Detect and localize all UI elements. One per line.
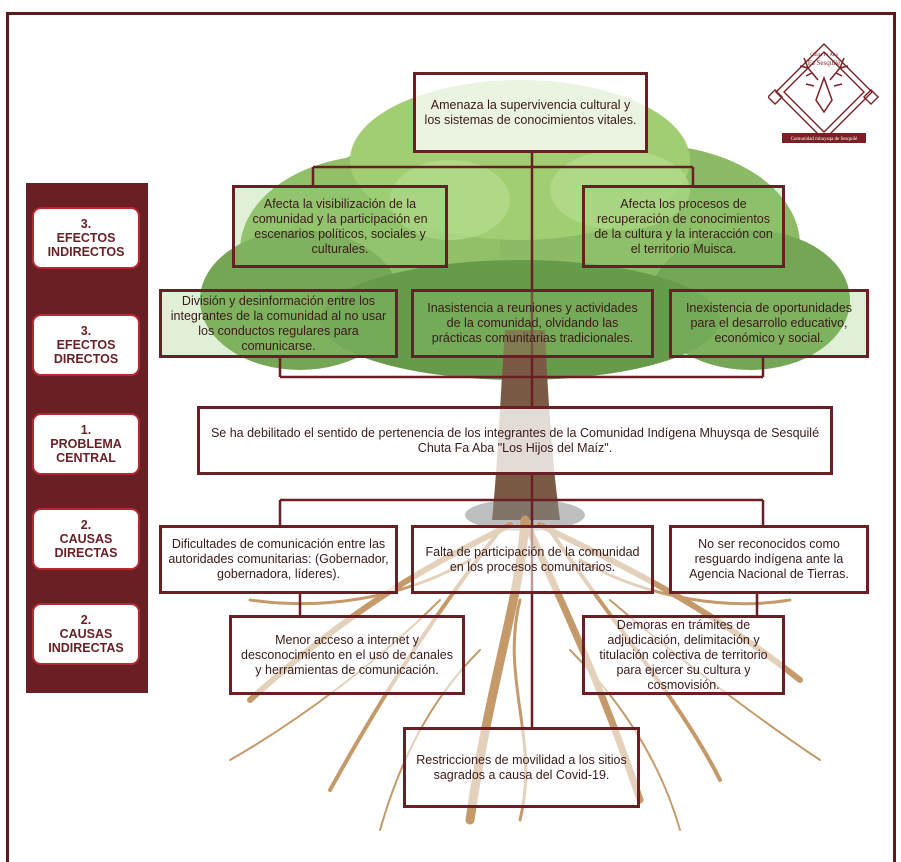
logo-name-text: Fa Sesquilé <box>808 59 840 67</box>
box-direct-cause-left: Dificultades de comunicación entre las a… <box>159 525 398 594</box>
box-central-problem: Se ha debilitado el sentido de pertenenc… <box>197 406 833 475</box>
box-indirect-cause-left: Menor acceso a internet y desconocimient… <box>229 615 465 695</box>
community-logo: Chuta Fa Aba Fa Sesquilé Comunidad mhuys… <box>768 43 880 143</box>
box-direct-cause-center: Falta de participación de la comunidad e… <box>411 525 654 594</box>
box-direct-effect-right: Inexistencia de oportunidades para el de… <box>669 289 869 358</box>
box-bottom-cause: Restricciones de movilidad a los sitios … <box>403 727 640 808</box>
tree-foliage <box>200 80 850 380</box>
level-label-efectos-indirectos: 3. EFECTOS INDIRECTOS <box>32 207 140 269</box>
box-direct-cause-right: No ser reconocidos como resguardo indíge… <box>669 525 869 594</box>
box-direct-effect-center: Inasistencia a reuniones y actividades d… <box>411 289 654 358</box>
deer-head-icon <box>799 57 849 114</box>
logo-banner <box>782 133 866 143</box>
connector-lines <box>278 152 765 727</box>
level-label-causas-indirectas: 2. CAUSAS INDIRECTAS <box>32 603 140 665</box>
box-indirect-effect-right: Afecta los procesos de recuperación de c… <box>582 185 785 268</box>
box-direct-effect-left: División y desinformación entre los inte… <box>159 289 398 358</box>
level-label-causas-directas: 2. CAUSAS DIRECTAS <box>32 508 140 570</box>
logo-banner-text: Comunidad mhuysqa de Sesquilé <box>791 137 859 142</box>
diagram-frame <box>6 12 896 862</box>
logo-top-text: Chuta Fa Aba <box>810 53 838 58</box>
box-top-effect: Amenaza la supervivencia cultural y los … <box>413 72 648 153</box>
level-label-efectos-directos: 3. EFECTOS DIRECTOS <box>32 314 140 376</box>
level-label-problema-central: 1. PROBLEMA CENTRAL <box>32 413 140 475</box>
sidebar-levels: 3. EFECTOS INDIRECTOS 3. EFECTOS DIRECTO… <box>26 183 148 693</box>
box-indirect-cause-right: Demoras en trámites de adjudicación, del… <box>582 615 785 695</box>
box-indirect-effect-left: Afecta la visibilización de la comunidad… <box>232 185 448 268</box>
